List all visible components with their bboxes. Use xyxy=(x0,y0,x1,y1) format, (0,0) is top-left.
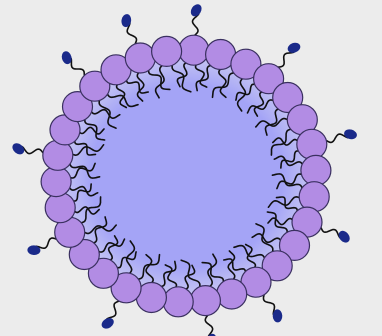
outer-tail xyxy=(107,301,120,319)
outer-tail xyxy=(264,295,275,315)
lipid-head xyxy=(45,193,75,223)
tail-tip xyxy=(343,128,358,141)
lipid-head xyxy=(190,286,220,316)
lipid-head xyxy=(217,279,247,309)
lipid-head xyxy=(163,287,193,317)
lipid-head xyxy=(297,129,327,159)
lipid-head xyxy=(152,36,182,66)
outer-tail xyxy=(35,238,56,248)
outer-tail xyxy=(22,147,43,154)
lipid-head xyxy=(125,43,155,73)
outer-tail xyxy=(193,14,199,36)
lipid-head xyxy=(301,155,331,185)
outer-tail xyxy=(205,315,212,336)
tail-tip xyxy=(121,13,133,27)
outer-tail xyxy=(321,228,340,239)
outer-tail xyxy=(278,52,294,67)
tail-tip xyxy=(189,2,204,18)
lipid-head xyxy=(179,35,209,65)
lipid-head xyxy=(41,167,71,197)
outer-tail xyxy=(71,58,84,76)
